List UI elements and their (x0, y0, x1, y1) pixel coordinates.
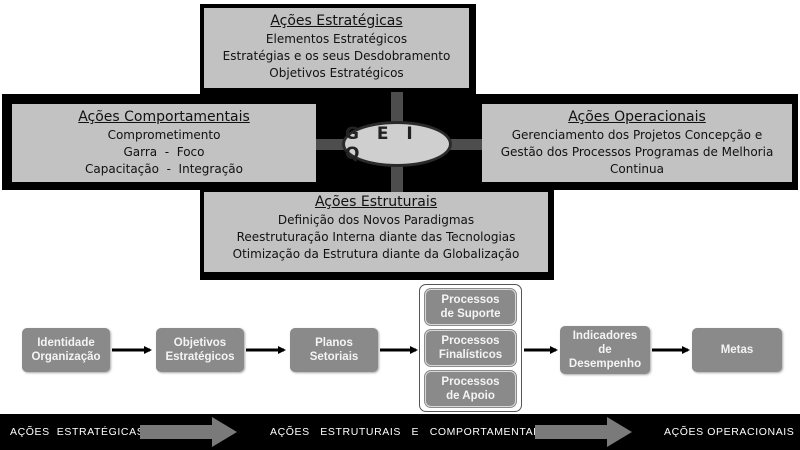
flow-box-line: Identidade (37, 337, 95, 349)
flow-box-line: Metas (720, 344, 754, 356)
process-finalistic: Processos Finalísticos (425, 330, 516, 366)
process-line: de Suporte (440, 308, 501, 320)
panel-line: Definição dos Novos Paradigmas (277, 213, 475, 227)
process-support: Processos de Suporte (425, 289, 516, 325)
process-line: Processos (441, 335, 500, 347)
process-backing: Processos de Apoio (425, 371, 516, 407)
process-line: Processos (441, 376, 500, 388)
panel-line: Estratégias e os seus Desdobramento (222, 49, 451, 63)
panel-strategic-actions: Ações Estratégicas Elementos Estratégico… (204, 8, 469, 88)
flow-box-line: Estratégicos (165, 351, 235, 363)
flow-box-line: Planos (315, 337, 353, 349)
panel-line: Gerenciamento dos Projetos Concepção e (511, 128, 763, 142)
bar-arrow-icon (140, 417, 237, 447)
bar-label-structural-behavioral: AÇÕES ESTRUTURAIS E COMPORTAMENTAIS (270, 426, 545, 438)
flow-box-goals: Metas (692, 328, 782, 372)
panel-line: Otimização da Estrutura diante da Global… (232, 247, 520, 261)
process-line: Finalísticos (438, 349, 503, 361)
panel-line: Garra - Foco (123, 145, 205, 159)
bar-label-strategic: AÇÕES ESTRATÉGICAS (10, 426, 145, 438)
panel-title: Ações Estratégicas (270, 13, 403, 29)
flow-box-plans: Planos Setoriais (290, 328, 378, 372)
panel-structural-actions: Ações Estruturais Definição dos Novos Pa… (204, 192, 548, 272)
flow-box-identity: Identidade Organização (22, 328, 110, 372)
flow-box-line: Objetivos (173, 337, 227, 349)
flow-box-line: Organização (31, 351, 101, 363)
flow-box-line: Setoriais (309, 351, 359, 363)
flow-box-line: Desempenho (568, 358, 642, 370)
bottom-action-bar: AÇÕES ESTRATÉGICAS AÇÕES ESTRUTURAIS E C… (0, 414, 800, 450)
panel-title: Ações Estruturais (314, 194, 438, 210)
geiq-center-ellipse: G E I Q (342, 121, 452, 167)
panel-line: Elementos Estratégicos (265, 32, 408, 46)
flow-box-indicators: Indicadores de Desempenho (560, 326, 650, 374)
panel-line: Objetivos Estratégicos (269, 66, 404, 80)
panel-line: Capacitação - Integração (84, 162, 243, 176)
process-line: Processos (441, 294, 500, 306)
flow-box-line: de (598, 344, 612, 356)
panel-line: Comprometimento (107, 128, 221, 142)
panel-behavioral-actions: Ações Comportamentais Comprometimento Ga… (12, 104, 316, 182)
panel-line: Reestruturação Interna diante das Tecnol… (236, 230, 516, 244)
flow-box-objectives: Objetivos Estratégicos (156, 328, 244, 372)
panel-title: Ações Comportamentais (78, 109, 250, 125)
bar-arrow-icon (535, 417, 632, 447)
panel-title: Ações Operacionais (568, 109, 706, 125)
panel-line: Continua (610, 162, 664, 176)
flow-box-line: Indicadores (572, 330, 638, 342)
process-line: de Apoio (446, 390, 495, 402)
bar-label-operational: AÇÕES OPERACIONAIS (664, 426, 795, 438)
panel-operational-actions: Ações Operacionais Gerenciamento dos Pro… (482, 104, 792, 182)
panel-line: Gestão dos Processos Programas de Melhor… (500, 145, 774, 159)
